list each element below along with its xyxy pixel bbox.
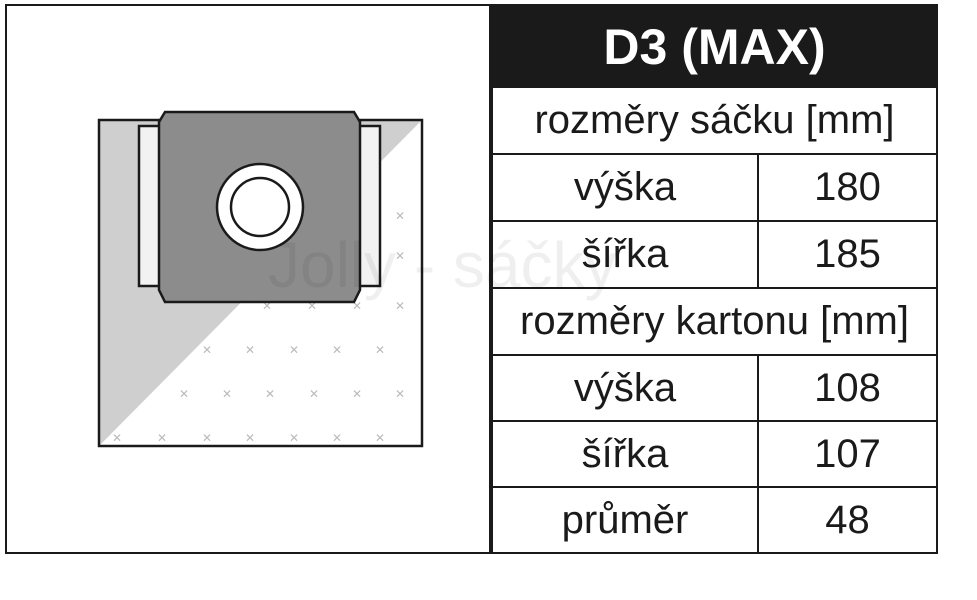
svg-text:✕: ✕ (332, 431, 342, 445)
svg-text:✕: ✕ (245, 431, 255, 445)
row-label: průměr (493, 488, 759, 552)
bag-dot-pattern: ✕ ✕ ✕ ✕ ✕ ✕ ✕ ✕ ✕ ✕ ✕ ✕ ✕ ✕ ✕ ✕ ✕ ✕ ✕ ✕ … (112, 209, 405, 445)
svg-text:✕: ✕ (245, 343, 255, 357)
svg-text:✕: ✕ (265, 387, 275, 401)
svg-text:✕: ✕ (352, 299, 362, 313)
row-label: šířka (493, 222, 759, 287)
svg-text:✕: ✕ (375, 343, 385, 357)
table-row: průměr 48 (493, 488, 936, 552)
svg-text:✕: ✕ (289, 343, 299, 357)
bag-dimensions-header: rozměry sáčku [mm] (493, 88, 936, 155)
row-value: 185 (814, 232, 881, 276)
svg-text:✕: ✕ (352, 387, 362, 401)
bag-illustration: ✕ ✕ ✕ ✕ ✕ ✕ ✕ ✕ ✕ ✕ ✕ ✕ ✕ ✕ ✕ ✕ ✕ ✕ ✕ ✕ … (7, 6, 489, 552)
row-value: 180 (814, 165, 881, 209)
row-label: výška (493, 356, 759, 420)
row-value: 48 (825, 497, 870, 542)
svg-text:✕: ✕ (395, 249, 405, 263)
svg-text:✕: ✕ (222, 387, 232, 401)
dimensions-table: D3 (MAX) rozměry sáčku [mm] výška 180 ší… (493, 6, 936, 552)
svg-text:✕: ✕ (395, 387, 405, 401)
svg-text:✕: ✕ (375, 431, 385, 445)
carton-dimensions-header-label: rozměry kartonu [mm] (520, 299, 909, 343)
table-row: výška 108 (493, 356, 936, 422)
svg-text:✕: ✕ (262, 299, 272, 313)
svg-text:✕: ✕ (307, 299, 317, 313)
inlet-ring-inner (229, 176, 291, 238)
svg-text:✕: ✕ (202, 431, 212, 445)
model-title: D3 (MAX) (493, 6, 936, 88)
svg-text:✕: ✕ (112, 431, 122, 445)
carton-dimensions-header: rozměry kartonu [mm] (493, 289, 936, 356)
row-label: šířka (493, 422, 759, 486)
table-row: šířka 185 (493, 222, 936, 289)
table-row: šířka 107 (493, 422, 936, 488)
table-row: výška 180 (493, 155, 936, 222)
bag-dimensions-header-label: rozměry sáčku [mm] (534, 98, 895, 142)
svg-text:✕: ✕ (202, 343, 212, 357)
row-label: výška (493, 155, 759, 220)
svg-text:✕: ✕ (289, 431, 299, 445)
svg-text:✕: ✕ (395, 299, 405, 313)
watermark: Jolly - sáčky (268, 229, 617, 301)
svg-text:✕: ✕ (332, 343, 342, 357)
svg-text:✕: ✕ (395, 209, 405, 223)
row-value: 108 (814, 365, 881, 410)
row-value: 107 (814, 431, 881, 476)
svg-text:✕: ✕ (179, 387, 189, 401)
svg-text:✕: ✕ (157, 431, 167, 445)
bag-drawing: ✕ ✕ ✕ ✕ ✕ ✕ ✕ ✕ ✕ ✕ ✕ ✕ ✕ ✕ ✕ ✕ ✕ ✕ ✕ ✕ … (97, 110, 424, 448)
svg-text:✕: ✕ (309, 387, 319, 401)
column-divider (489, 4, 493, 554)
